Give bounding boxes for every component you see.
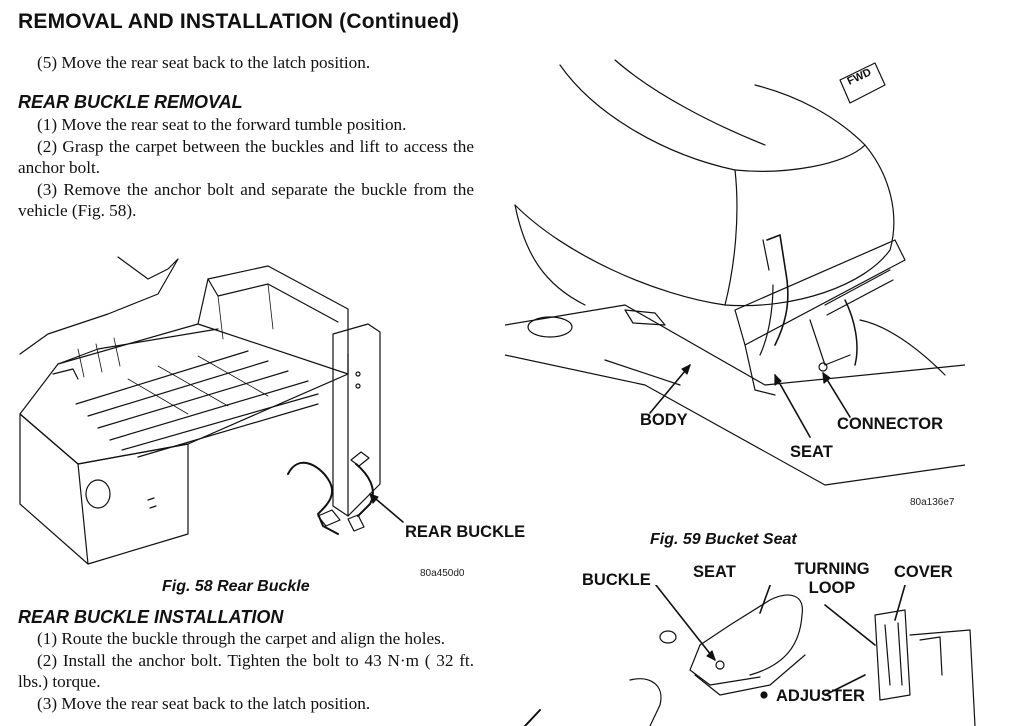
fig58-caption: Fig. 58 Rear Buckle: [162, 578, 310, 595]
installation-steps: (1) Route the buckle through the carpet …: [18, 628, 474, 714]
intro-step: (5) Move the rear seat back to the latch…: [18, 52, 474, 74]
fig59-code: 80a136e7: [910, 497, 955, 508]
fig60-label-buckle: BUCKLE: [582, 571, 651, 589]
fig60-label-adjuster: ADJUSTER: [776, 687, 865, 705]
removal-step-3: (3) Remove the anchor bolt and separate …: [18, 179, 474, 221]
fig60-label-seat: SEAT: [693, 563, 736, 581]
fig59-caption: Fig. 59 Bucket Seat: [650, 531, 797, 548]
installation-step-3: (3) Move the rear seat back to the latch…: [37, 693, 371, 713]
installation-step-2: (2) Install the anchor bolt. Tighten the…: [18, 650, 474, 692]
removal-steps: (1) Move the rear seat to the forward tu…: [18, 114, 474, 222]
installation-step-1: (1) Route the buckle through the carpet …: [37, 629, 446, 648]
fig59-label-body: BODY: [640, 411, 688, 429]
fig59-illustration: [505, 55, 965, 500]
fig58-label-rear-buckle: REAR BUCKLE: [405, 523, 526, 541]
page-header: REMOVAL AND INSTALLATION (Continued): [18, 10, 460, 33]
fig58-illustration: [18, 254, 478, 574]
removal-step-2: (2) Grasp the carpet between the buckles…: [18, 136, 474, 178]
removal-heading: REAR BUCKLE REMOVAL: [18, 92, 243, 112]
fig59-label-seat: SEAT: [790, 443, 833, 461]
removal-step-1: (1) Move the rear seat to the forward tu…: [37, 115, 407, 134]
fig58-code: 80a450d0: [420, 568, 465, 579]
step-text: (5) Move the rear seat back to the latch…: [37, 53, 371, 72]
installation-heading: REAR BUCKLE INSTALLATION: [18, 607, 284, 627]
fig59-label-connector: CONNECTOR: [837, 415, 944, 433]
fig60-label-cover: COVER: [894, 563, 953, 581]
fig60-label-turning-loop: TURNING LOOP: [794, 560, 870, 597]
fig60-illustration: [520, 585, 980, 726]
